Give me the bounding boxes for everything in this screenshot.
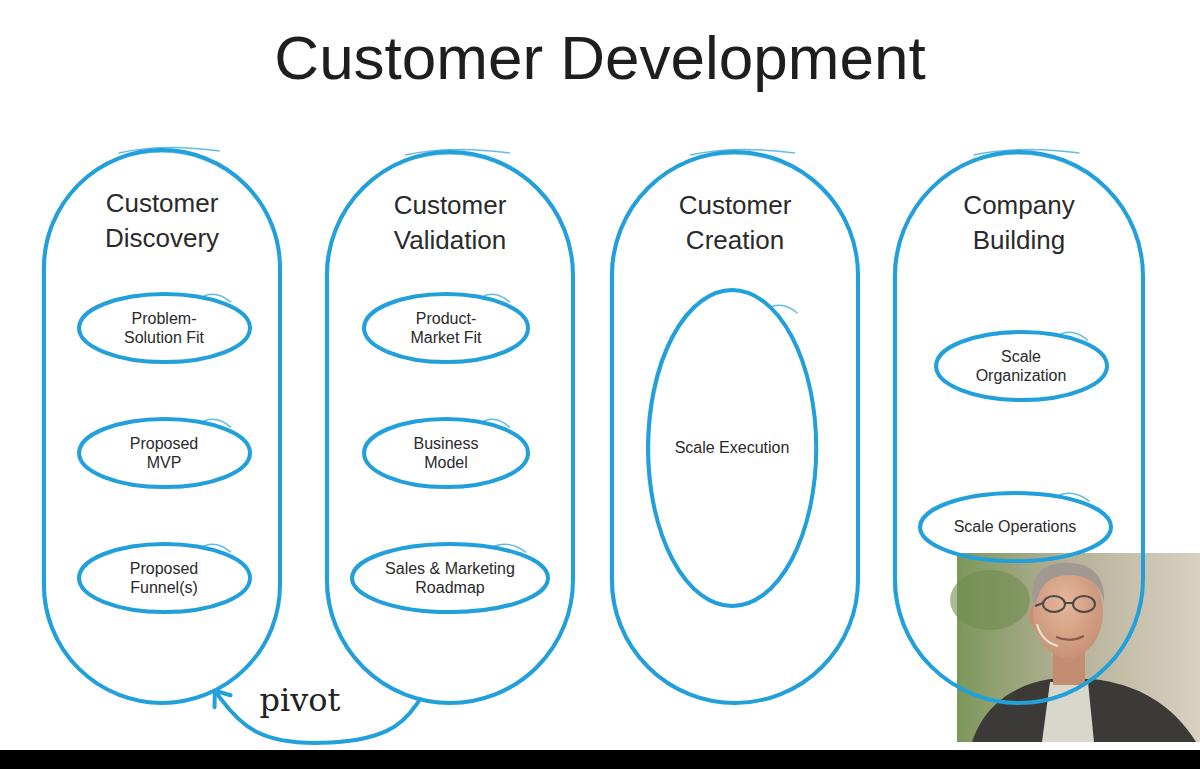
step-outline — [77, 542, 252, 614]
speaker-hair — [1032, 563, 1104, 604]
phase-border — [895, 152, 1143, 703]
sketch-stroke — [203, 294, 231, 302]
step-label: Business Model — [401, 434, 491, 472]
speaker-glasses — [1043, 596, 1065, 612]
phase-heading: Customer Discovery — [77, 186, 247, 256]
phase-column: Company BuildingScale OrganizationScale … — [893, 150, 1145, 705]
sketch-stroke — [405, 149, 510, 155]
sketch-stroke — [203, 544, 231, 552]
step-outline — [362, 417, 530, 489]
sketch-stroke — [366, 295, 529, 363]
step-ellipse: Proposed MVP — [77, 417, 252, 489]
sketch-stroke — [649, 291, 816, 607]
phase-border — [44, 150, 280, 703]
speaker-photo — [950, 553, 1200, 742]
sketch-stroke — [1058, 493, 1089, 501]
headset-mic — [1037, 624, 1058, 646]
sketch-stroke — [326, 154, 573, 702]
sketch-stroke — [354, 545, 549, 613]
speaker-glasses — [1035, 603, 1043, 606]
phase-column: Customer CreationScale Execution — [610, 150, 860, 705]
step-ellipse: Scale Operations — [918, 491, 1113, 563]
step-ellipse: Product-Market Fit — [362, 292, 530, 364]
sketch-stroke — [80, 295, 250, 363]
photo-blur — [950, 570, 1030, 630]
sketch-stroke — [494, 544, 526, 552]
sketch-stroke — [770, 305, 798, 313]
step-ellipse: Scale Organization — [934, 330, 1109, 402]
step-ellipse: Business Model — [362, 417, 530, 489]
phase-border — [612, 152, 858, 703]
speaker-jacket — [972, 679, 1196, 742]
step-label: Product-Market Fit — [396, 309, 496, 347]
phase-column: Customer ValidationProduct-Market FitBus… — [325, 150, 575, 705]
sketch-stroke — [921, 494, 1111, 562]
phase-heading: Customer Validation — [360, 188, 540, 258]
sketch-stroke — [690, 149, 795, 155]
sketch-stroke — [1060, 332, 1088, 340]
phase-border — [327, 152, 573, 703]
sketch-stroke — [483, 419, 510, 427]
step-ellipse: Proposed Funnel(s) — [77, 542, 252, 614]
step-outline — [77, 417, 252, 489]
step-label: Proposed Funnel(s) — [117, 559, 212, 597]
speaker-glasses — [1065, 602, 1073, 604]
sketch-stroke — [43, 152, 280, 702]
sketch-stroke — [80, 545, 250, 613]
sketch-stroke — [366, 420, 529, 488]
sketch-stroke — [80, 420, 250, 488]
sketch-stroke — [937, 333, 1107, 401]
step-label: Proposed MVP — [119, 434, 209, 472]
phase-heading: Customer Creation — [645, 188, 825, 258]
sketch-stroke — [611, 154, 858, 702]
bottom-bar — [0, 750, 1200, 769]
step-label: Scale Execution — [675, 438, 790, 457]
phase-heading: Company Building — [928, 188, 1110, 258]
step-outline — [934, 330, 1109, 402]
edge-label: pivot — [260, 681, 341, 719]
step-label: Problem-Solution Fit — [109, 309, 219, 347]
speaker-glasses — [1073, 596, 1095, 612]
speaker-mouth — [1056, 636, 1084, 640]
diagram-title: Customer Development — [0, 22, 1200, 93]
sketch-stroke — [974, 149, 1080, 155]
step-label: Sales & Marketing Roadmap — [375, 559, 525, 597]
phase-column: Customer DiscoveryProblem-Solution FitPr… — [42, 148, 282, 705]
sketch-stroke — [203, 419, 231, 427]
step-ellipse: Sales & Marketing Roadmap — [350, 542, 550, 614]
step-outline — [362, 292, 530, 364]
step-outline — [77, 292, 252, 364]
sketch-stroke — [894, 154, 1143, 702]
step-ellipse: Scale Execution — [646, 288, 818, 608]
step-label: Scale Organization — [966, 347, 1076, 385]
sketch-stroke — [119, 147, 220, 153]
sketch-stroke — [483, 294, 510, 302]
step-outline — [350, 542, 550, 614]
step-label: Scale Operations — [954, 517, 1077, 536]
step-ellipse: Problem-Solution Fit — [77, 292, 252, 364]
